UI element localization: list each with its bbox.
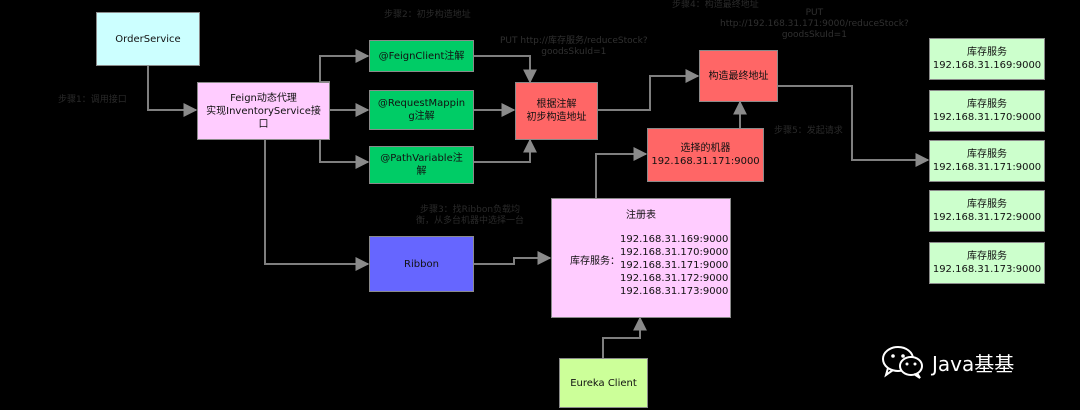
edge-registry-to-chosen: [595, 147, 648, 198]
put-request-final-label: PUT http://192.168.31.171:9000/reduceSto…: [720, 8, 909, 41]
registry-title: 注册表: [626, 210, 656, 221]
inventory-service-name: 库存服务: [967, 99, 1007, 110]
build-address-line-1: 根据注解: [536, 99, 577, 110]
path-variable-line-1: @PathVariable注: [380, 153, 463, 164]
watermark-text: Java基基: [932, 351, 1015, 376]
ribbon-node: Ribbon: [369, 236, 474, 292]
inventory-service-address: 192.168.31.171:9000: [932, 162, 1042, 173]
request-mapping-line-2: g注解: [408, 111, 435, 122]
chosen-machine-node: 选择的机器 192.168.31.171:9000: [647, 128, 764, 182]
inventory-service-address: 192.168.31.172:9000: [932, 212, 1042, 223]
edge-pathvariable-to-build: [474, 138, 537, 163]
step1-label: 步骤1：调用接口: [58, 95, 127, 105]
feign-proxy-node: Feign动态代理 实现InventoryService接 口: [197, 82, 330, 140]
step3-line-1: 步骤3：找Ribbon负载均: [419, 205, 521, 215]
registry-node: 注册表 库存服务： 192.168.31.169:9000 192.168.31…: [551, 198, 731, 318]
step2-label: 步骤2：初步构造地址: [384, 10, 471, 20]
put-request-final-line-2: http://192.168.31.171:9000/reduceStock?: [720, 19, 909, 29]
inventory-service-name: 库存服务: [967, 47, 1007, 58]
inventory-service-node: 库存服务 192.168.31.172:9000: [929, 190, 1045, 232]
path-variable-line-2: 解: [416, 166, 427, 177]
registry-instance: 192.168.31.169:9000: [620, 234, 729, 245]
step3-line-2: 衡，从多台机器中选择一台: [416, 216, 525, 226]
edge-feign-to-feignclient: [319, 49, 370, 83]
inventory-service-address: 192.168.31.173:9000: [932, 264, 1042, 275]
feign-proxy-line-2: 实现InventoryService接: [206, 105, 321, 117]
step3-label: 步骤3：找Ribbon负载均 衡，从多台机器中选择一台: [416, 205, 524, 227]
put-request-template-label: PUT http://库存服务/reduceStock? goodsSkuId=…: [500, 36, 648, 58]
edge-order-to-feign: [147, 66, 198, 117]
inventory-service-address: 192.168.31.169:9000: [932, 60, 1042, 71]
edge-build-to-final: [598, 69, 700, 111]
step4-label: 步骤4：构造最终地址: [672, 0, 759, 10]
put-request-final-line-1: PUT: [805, 8, 824, 18]
inventory-service-name: 库存服务: [967, 149, 1007, 160]
put-request-final-line-3: goodsSkuId=1: [781, 30, 847, 40]
edge-ribbon-to-registry: [474, 251, 552, 265]
put-request-template-line-2: goodsSkuId=1: [541, 47, 607, 57]
ribbon-label: Ribbon: [404, 258, 439, 270]
edge-feignclient-to-build: [474, 55, 537, 84]
inventory-service-node: 库存服务 192.168.31.171:9000: [929, 140, 1045, 182]
registry-instance: 192.168.31.170:9000: [620, 247, 729, 258]
request-mapping-line-1: @RequestMappin: [377, 98, 466, 109]
registry-instance: 192.168.31.173:9000: [620, 286, 729, 297]
feign-proxy-line-1: Feign动态代理: [230, 92, 297, 104]
path-variable-annotation-node: @PathVariable注 解: [369, 146, 474, 184]
order-service-label: OrderService: [115, 33, 181, 45]
feign-proxy-line-3: 口: [258, 118, 269, 130]
build-address-node: 根据注解 初步构造地址: [515, 82, 598, 140]
edge-feign-to-pathvariable: [319, 140, 370, 169]
feign-client-annotation-label: @FeignClient注解: [378, 50, 465, 62]
inventory-service-name: 库存服务: [967, 251, 1007, 262]
request-mapping-annotation-node: @RequestMappin g注解: [369, 90, 474, 130]
eureka-client-label: Eureka Client: [570, 377, 637, 389]
final-address-node: 构造最终地址: [699, 50, 778, 102]
step5-label: 步骤5：发起请求: [774, 126, 843, 136]
registry-instance-list: 192.168.31.169:9000 192.168.31.170:9000 …: [620, 233, 728, 298]
put-request-template-line-1: PUT http://库存服务/reduceStock?: [500, 36, 648, 46]
edge-feign-to-ribbon: [264, 140, 370, 271]
registry-instance: 192.168.31.172:9000: [620, 273, 729, 284]
inventory-service-node: 库存服务 192.168.31.169:9000: [929, 38, 1045, 80]
chosen-machine-address: 192.168.31.171:9000: [651, 156, 760, 167]
final-address-label: 构造最终地址: [708, 70, 769, 82]
wechat-icon: [882, 346, 923, 379]
build-address-line-2: 初步构造地址: [526, 112, 587, 123]
edge-eureka-to-registry: [602, 316, 647, 358]
registry-service-label: 库存服务：: [570, 256, 620, 267]
chosen-machine-title: 选择的机器: [680, 143, 731, 154]
registry-instance: 192.168.31.171:9000: [620, 260, 729, 271]
eureka-client-node: Eureka Client: [559, 358, 648, 408]
order-service-node: OrderService: [96, 12, 200, 66]
watermark: Java基基: [880, 345, 1014, 379]
inventory-service-node: 库存服务 192.168.31.173:9000: [929, 242, 1045, 284]
feign-client-annotation-node: @FeignClient注解: [369, 40, 474, 72]
inventory-service-name: 库存服务: [967, 199, 1007, 210]
inventory-service-node: 库存服务 192.168.31.170:9000: [929, 90, 1045, 132]
edge-final-to-inventory-171: [778, 85, 930, 167]
inventory-service-address: 192.168.31.170:9000: [932, 112, 1042, 123]
